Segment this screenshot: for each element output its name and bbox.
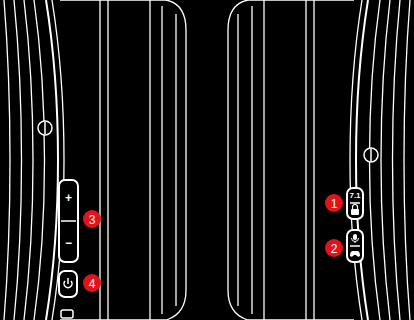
callout-number: 2	[331, 243, 338, 255]
callout-number: 3	[89, 214, 96, 226]
screw	[364, 148, 378, 162]
callout-circle	[83, 274, 101, 292]
gamepad-icon	[350, 251, 360, 257]
port-icon	[61, 310, 73, 318]
button-symbol: +	[65, 192, 72, 204]
callout-circle	[325, 239, 343, 257]
screw	[38, 121, 52, 135]
button-text: 7.1	[349, 192, 360, 200]
callout-number: 1	[331, 198, 338, 210]
surround-button	[347, 188, 363, 219]
mic-button	[347, 230, 363, 262]
lock-icon	[351, 209, 359, 215]
volume-rocker	[59, 180, 78, 262]
button-symbol: −	[65, 237, 72, 249]
mic-icon	[353, 234, 357, 240]
callout-circle	[83, 210, 101, 228]
left-earcup	[4, 0, 186, 320]
callout-circle	[325, 194, 343, 212]
callout-number: 4	[89, 278, 96, 290]
power-button	[59, 271, 77, 297]
right-earcup	[228, 0, 410, 320]
